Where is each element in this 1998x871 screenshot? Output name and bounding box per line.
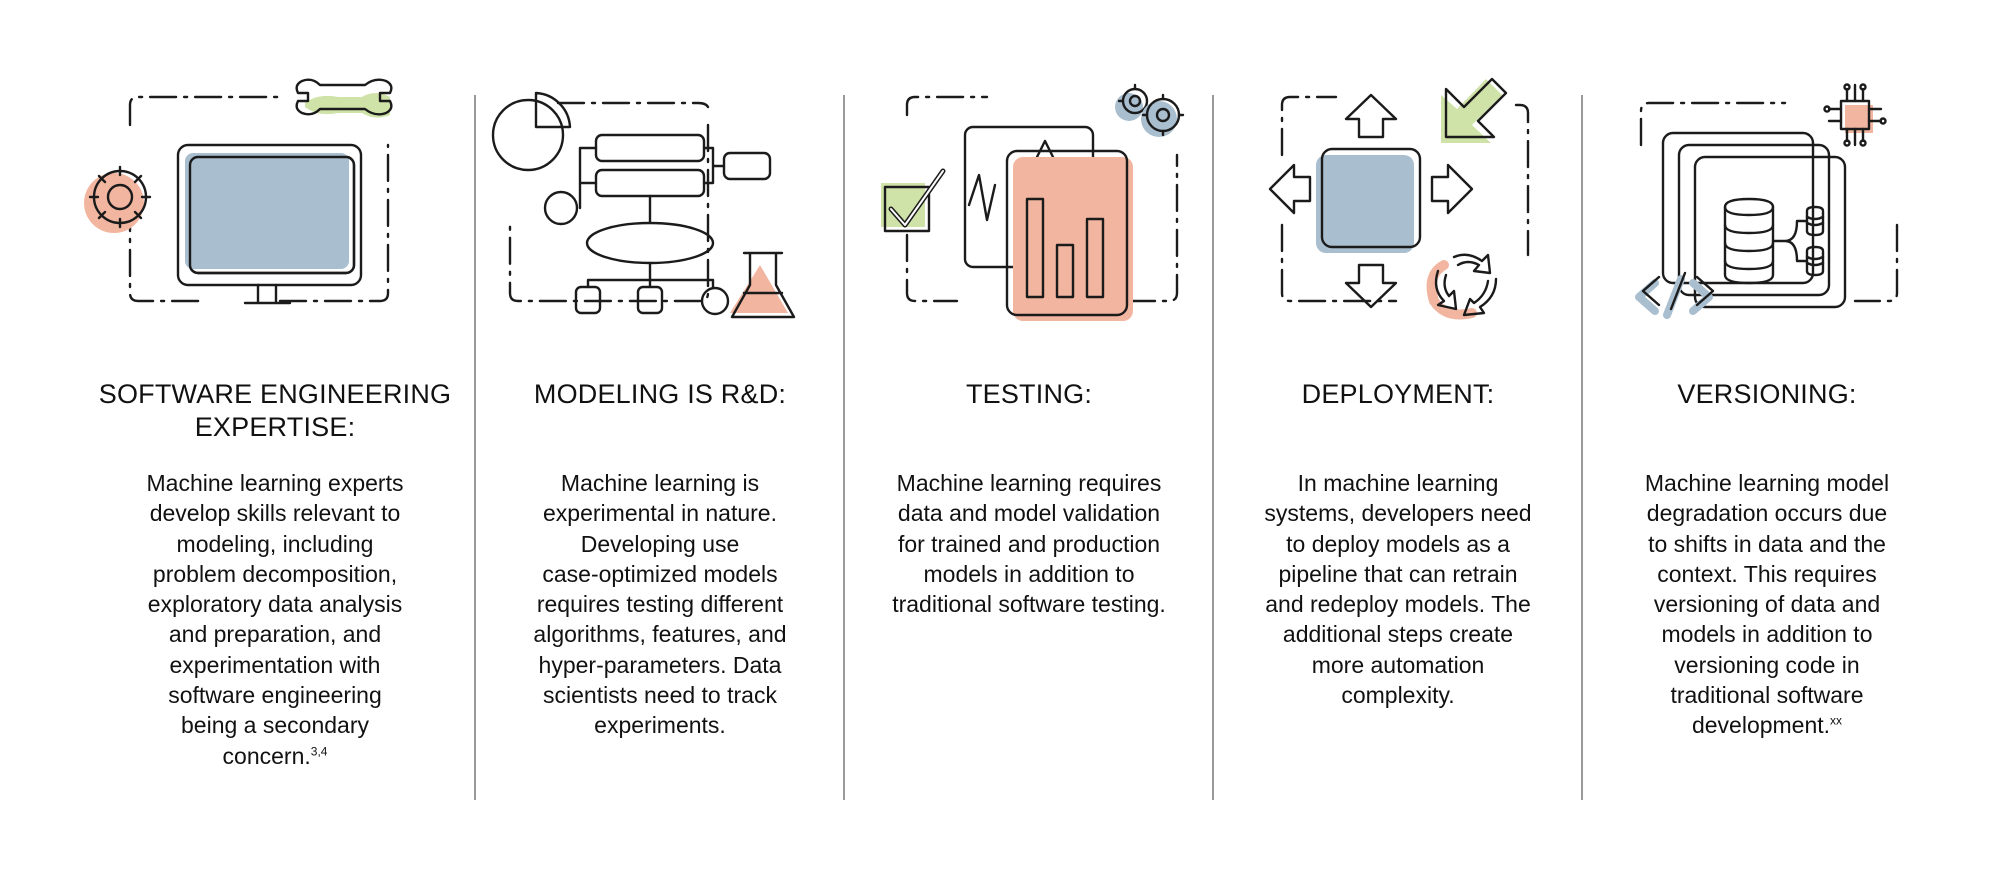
footnote-marker: xx — [1830, 713, 1843, 728]
panel-title: TESTING: — [965, 379, 1093, 409]
panel-modeling: MODELING IS R&D: Machine learning is exp… — [488, 0, 832, 871]
versioning-illustration — [1635, 75, 1925, 335]
panel-divider — [843, 95, 845, 800]
panel-description: Machine learning model degradation occur… — [1644, 470, 1890, 739]
panel-divider — [1581, 95, 1583, 800]
panel-deployment: DEPLOYMENT: In machine learning systems,… — [1226, 0, 1570, 871]
module-icon — [1316, 147, 1422, 253]
panel-divider — [474, 95, 476, 800]
panel-testing: TESTING: Machine learning requires data … — [857, 0, 1201, 871]
wrench-icon — [295, 78, 393, 118]
monitor-icon — [176, 143, 363, 305]
footnote-marker: 3,4 — [310, 744, 328, 759]
testing-illustration — [877, 75, 1197, 335]
panel-title: VERSIONING: — [1677, 379, 1857, 409]
gears-icon — [1115, 83, 1185, 137]
refresh-icon — [1426, 253, 1498, 320]
panel-title: MODELING IS R&D: — [533, 379, 787, 409]
panel-title: SOFTWARE ENGINEERING EXPERTISE: — [98, 379, 452, 442]
panel-title: DEPLOYMENT: — [1301, 379, 1495, 409]
checkbox-icon — [881, 168, 946, 233]
database-icon — [1693, 155, 1847, 309]
deployment-illustration — [1266, 75, 1556, 335]
gear-icon — [84, 165, 152, 233]
panel-description: In machine learning systems, developers … — [1264, 470, 1532, 709]
software-engineering-illustration — [84, 75, 440, 335]
modeling-illustration — [491, 75, 818, 335]
panel-versioning: VERSIONING: Machine learning model degra… — [1595, 0, 1939, 871]
panel-software-engineering: SOFTWARE ENGINEERING EXPERTISE: Machine … — [84, 0, 460, 871]
chip-icon — [1823, 83, 1887, 147]
pie-chart-icon — [491, 91, 572, 172]
flask-icon — [730, 251, 796, 319]
panel-description: Machine learning requires data and model… — [892, 470, 1166, 618]
code-icon — [1635, 271, 1715, 319]
panel-description: Machine learning is experimental in natu… — [533, 470, 787, 739]
bar-chart-icon — [1005, 149, 1133, 321]
flowchart-icon — [543, 133, 772, 316]
panel-divider — [1212, 95, 1214, 800]
panel-description: Machine learning experts develop skills … — [146, 470, 404, 769]
arrows-icon — [1268, 77, 1508, 309]
